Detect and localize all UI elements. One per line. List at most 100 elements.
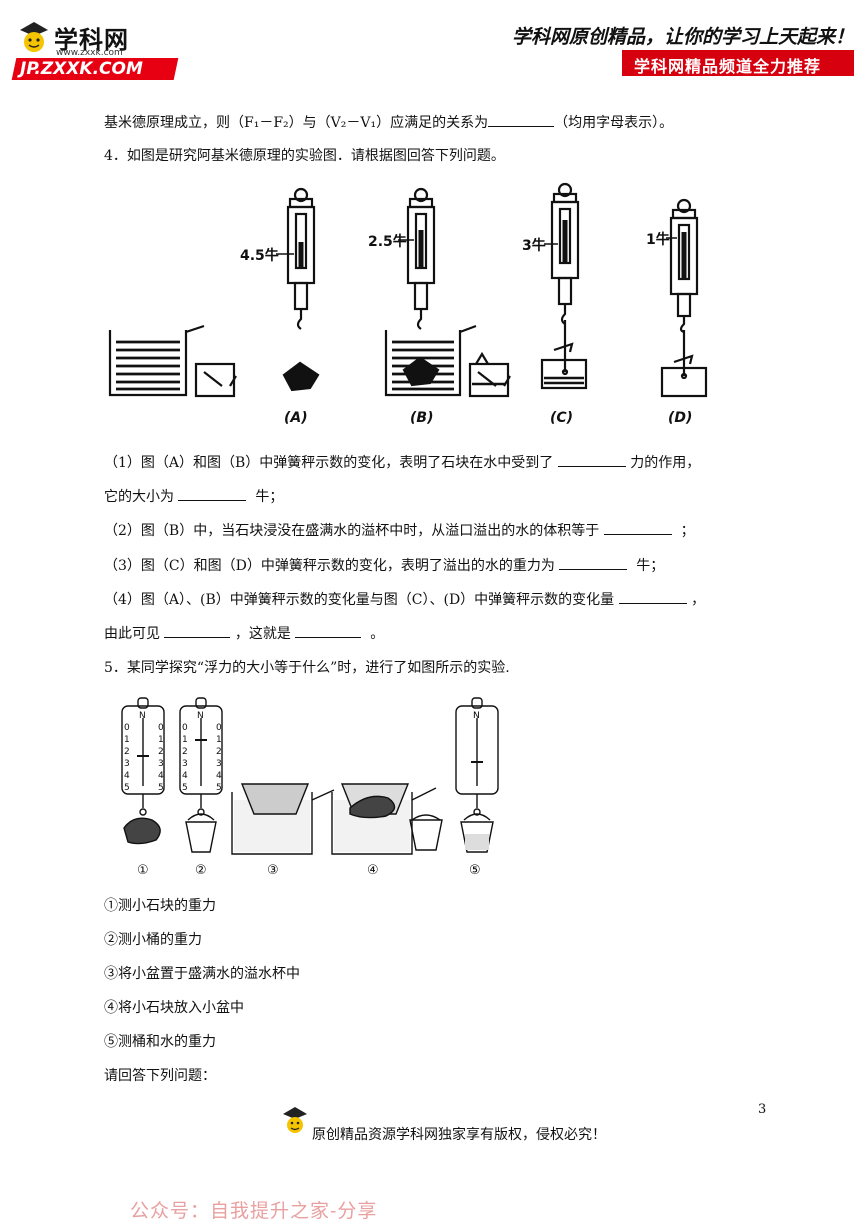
- q4-3-line: （3）图（C）和图（D）中弹簧秤示数的变化，表明了溢出的水的重力为 牛；: [104, 555, 664, 576]
- line1-end: （均用字母表示）。: [554, 115, 674, 131]
- q5-figure: N N 0 0 1 1 2 2 3 3 4 4 5 5 0 0 1 1 2 2 3 3 4 4 5 5 ① ② ③ ④: [121, 697, 443, 878]
- scale-tick-label: 5: [124, 783, 130, 793]
- scale-tick-label: 2: [216, 747, 222, 757]
- fig5-label-1: ①: [137, 863, 149, 878]
- q4-2-line: （2）图（B）中，当石块浸没在盛满水的溢杯中时，从溢口溢出的水的体积等于 ；: [104, 520, 695, 541]
- answer-blank[interactable]: [178, 486, 247, 501]
- scale-tick-label: 5: [182, 783, 188, 793]
- header-banner-text: 学科网精品频道全力推荐: [634, 57, 822, 76]
- step-4: ④将小石块放入小盆中: [104, 1000, 244, 1016]
- scale-tick-label: 2: [182, 747, 188, 757]
- scale-tick-label: 1: [182, 735, 188, 745]
- scale-tick-label: 5: [158, 783, 164, 793]
- scale-tick-label: 5: [216, 783, 222, 793]
- fig5-label-2: ②: [195, 863, 207, 878]
- q4-4-text: （4）图（A）、(B）中弹簧秤示数的变化量与图（C）、(D）中弹簧秤示数的变化量: [104, 592, 615, 608]
- q4-1-text-b: 力的作用，: [630, 455, 701, 471]
- q4-4-line1: （4）图（A）、(B）中弹簧秤示数的变化量与图（C）、(D）中弹簧秤示数的变化量…: [104, 589, 705, 610]
- answer-blank[interactable]: [488, 112, 555, 127]
- spring-scale-a: [286, 187, 316, 330]
- q4-4-text-d: ，这就是: [234, 626, 291, 642]
- spring-scale-d: [669, 198, 699, 334]
- fig5-label-3: ③: [267, 863, 279, 878]
- footer-watermark: 公众号：自我提升之家-分享: [130, 1200, 378, 1222]
- q4-1-text: （1）图（A）和图（B）中弹簧秤示数的变化，表明了石块在水中受到了: [104, 455, 554, 471]
- q4-3-text: （3）图（C）和图（D）中弹簧秤示数的变化，表明了溢出的水的重力为: [104, 558, 555, 574]
- q4-4-text-e: 。: [370, 626, 385, 642]
- scale-tick-label: 3: [182, 759, 188, 769]
- q4-1-line2: 它的大小为 牛；: [104, 486, 283, 507]
- mascot-icon: [20, 22, 48, 52]
- reading-a: 4.5牛: [240, 247, 279, 264]
- q5-figure-5: N ⑤: [455, 697, 499, 878]
- step-2: ②测小桶的重力: [104, 932, 202, 948]
- scale-top-1: N: [139, 711, 146, 721]
- q4-1-line1: （1）图（A）和图（B）中弹簧秤示数的变化，表明了石块在水中受到了 力的作用，: [104, 452, 700, 473]
- page-number: 3: [758, 1102, 767, 1117]
- logo-url: www.zxxk.com: [56, 48, 123, 58]
- answer-blank[interactable]: [618, 589, 687, 604]
- scale-tick-label: 2: [158, 747, 164, 757]
- scale-tick-label: 2: [124, 747, 130, 757]
- q4-1-text-d: 牛；: [255, 489, 284, 505]
- step-3: ③将小盆置于盛满水的溢水杯中: [104, 966, 300, 982]
- header-logo: 学科网 www.zxxk.com JP.ZXXK.COM: [11, 14, 184, 80]
- tick-group: 0 0 1 1 2 2 3 3 4 4 5 5 0 0 1 1 2 2 3 3 4 4 5 5: [124, 723, 222, 793]
- spring-scale-1: [121, 697, 165, 816]
- q5-scale-ticks: N N: [139, 711, 204, 721]
- q5-ask: 请回答下列问题：: [104, 1068, 216, 1084]
- q4-4-text-c: 由此可见: [104, 626, 160, 642]
- scale-top-2: N: [197, 711, 204, 721]
- scale-tick-label: 1: [216, 735, 222, 745]
- answer-blank[interactable]: [603, 520, 672, 535]
- scale-tick-label: 0: [182, 723, 188, 733]
- scale-tick-label: 1: [124, 735, 130, 745]
- label-d: (D): [668, 410, 692, 426]
- spring-scale-2: [179, 697, 223, 816]
- answer-blank[interactable]: [559, 555, 628, 570]
- scale-tick-label: 4: [124, 771, 130, 781]
- answer-blank[interactable]: [557, 452, 626, 467]
- reading-c: 3牛: [522, 237, 546, 254]
- spring-scale-c: [550, 182, 580, 325]
- scale-tick-label: 3: [124, 759, 130, 769]
- answer-blank[interactable]: [164, 623, 231, 638]
- label-b: (B): [410, 410, 433, 426]
- step-5: ⑤测桶和水的重力: [104, 1034, 216, 1050]
- spring-scale-b: [406, 187, 436, 330]
- fig5-label-4: ④: [367, 863, 379, 878]
- scale-tick-label: 3: [158, 759, 164, 769]
- q4-2-text: （2）图（B）中，当石块浸没在盛满水的溢杯中时，从溢口溢出的水的体积等于: [104, 523, 600, 539]
- q4-3-text-b: 牛；: [636, 558, 665, 574]
- step-1: ①测小石块的重力: [104, 898, 216, 914]
- line1-text: 基米德原理成立，则（F₁－F₂）与（V₂－V₁）应满足的关系为: [104, 115, 489, 131]
- q4-title: 4．如图是研究阿基米德原理的实验图．请根据图回答下列问题。: [104, 148, 505, 164]
- logo-name: 学科网: [54, 26, 129, 54]
- reading-d: 1牛: [646, 231, 670, 248]
- footer-mascot-icon: [283, 1107, 307, 1133]
- scale-top-5: N: [473, 711, 480, 721]
- q4-4-text-b: ，: [691, 592, 706, 608]
- scale-tick-label: 3: [216, 759, 222, 769]
- answer-blank[interactable]: [295, 623, 362, 638]
- q5-title: 5．某同学探究“浮力的大小等于什么”时，进行了如图所示的实验.: [104, 660, 510, 676]
- header-banner: 学科网精品频道全力推荐: [622, 50, 854, 76]
- scale-tick-label: 0: [124, 723, 130, 733]
- fig5-label-5: ⑤: [469, 863, 481, 878]
- logo-domain: JP.ZXXK.COM: [20, 59, 143, 79]
- label-a: (A): [284, 410, 308, 426]
- line1: 基米德原理成立，则（F₁－F₂）与（V₂－V₁）应满足的关系为 （均用字母表示）。: [104, 112, 673, 133]
- scale-tick-label: 4: [182, 771, 188, 781]
- q4-4-line2: 由此可见 ，这就是 。: [104, 623, 384, 644]
- label-c: (C): [550, 410, 573, 426]
- footer-copyright: 原创精品资源学科网独家享有版权，侵权必究！: [312, 1127, 606, 1143]
- scale-tick-label: 1: [158, 735, 164, 745]
- q4-2-text-b: ；: [680, 523, 695, 539]
- reading-b: 2.5牛: [368, 233, 407, 250]
- scale-tick-label: 0: [216, 723, 222, 733]
- q4-1-text-c: 它的大小为: [104, 489, 174, 505]
- scale-tick-label: 4: [216, 771, 222, 781]
- q4-figure: 4.5牛 2.5牛 3牛 1牛 (A) (B) (C) (D): [108, 182, 708, 426]
- scale-tick-label: 0: [158, 723, 164, 733]
- scale-tick-label: 4: [158, 771, 164, 781]
